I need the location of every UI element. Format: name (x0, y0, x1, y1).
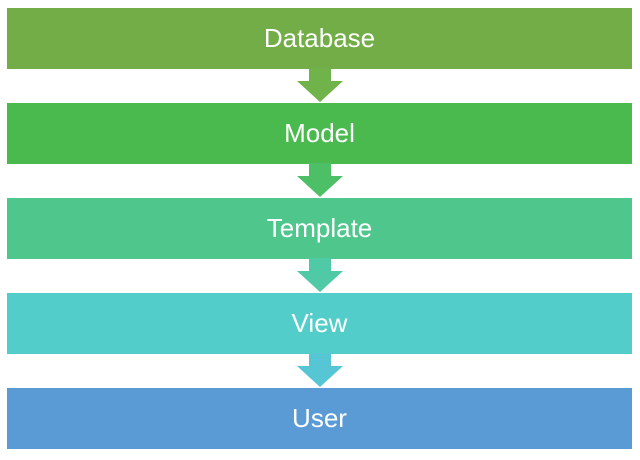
layer-box-database: Database (7, 8, 632, 69)
layer-label-template: Template (266, 212, 373, 243)
arrow-head (297, 366, 343, 387)
arrow-head (297, 81, 343, 102)
layer-label-user: User (292, 402, 347, 433)
layer-box-template: Template (7, 198, 632, 259)
arrow-shaft (309, 353, 331, 367)
arrow-down-icon (297, 68, 343, 102)
arrow-shaft (309, 163, 331, 177)
arrow-shaft (309, 258, 331, 272)
arrow-head (297, 176, 343, 197)
layer-label-database: Database (263, 22, 376, 53)
arrow-down-icon (297, 258, 343, 292)
arrow-shaft (309, 68, 331, 82)
layer-label-model: Model (284, 117, 355, 148)
arrow-down-icon (297, 353, 343, 387)
arrow-down-icon (297, 163, 343, 197)
layer-label-view: View (291, 307, 348, 338)
layer-box-model: Model (7, 103, 632, 164)
arrow-head (297, 271, 343, 292)
layer-box-user: User (7, 388, 632, 449)
layer-box-view: View (7, 293, 632, 354)
